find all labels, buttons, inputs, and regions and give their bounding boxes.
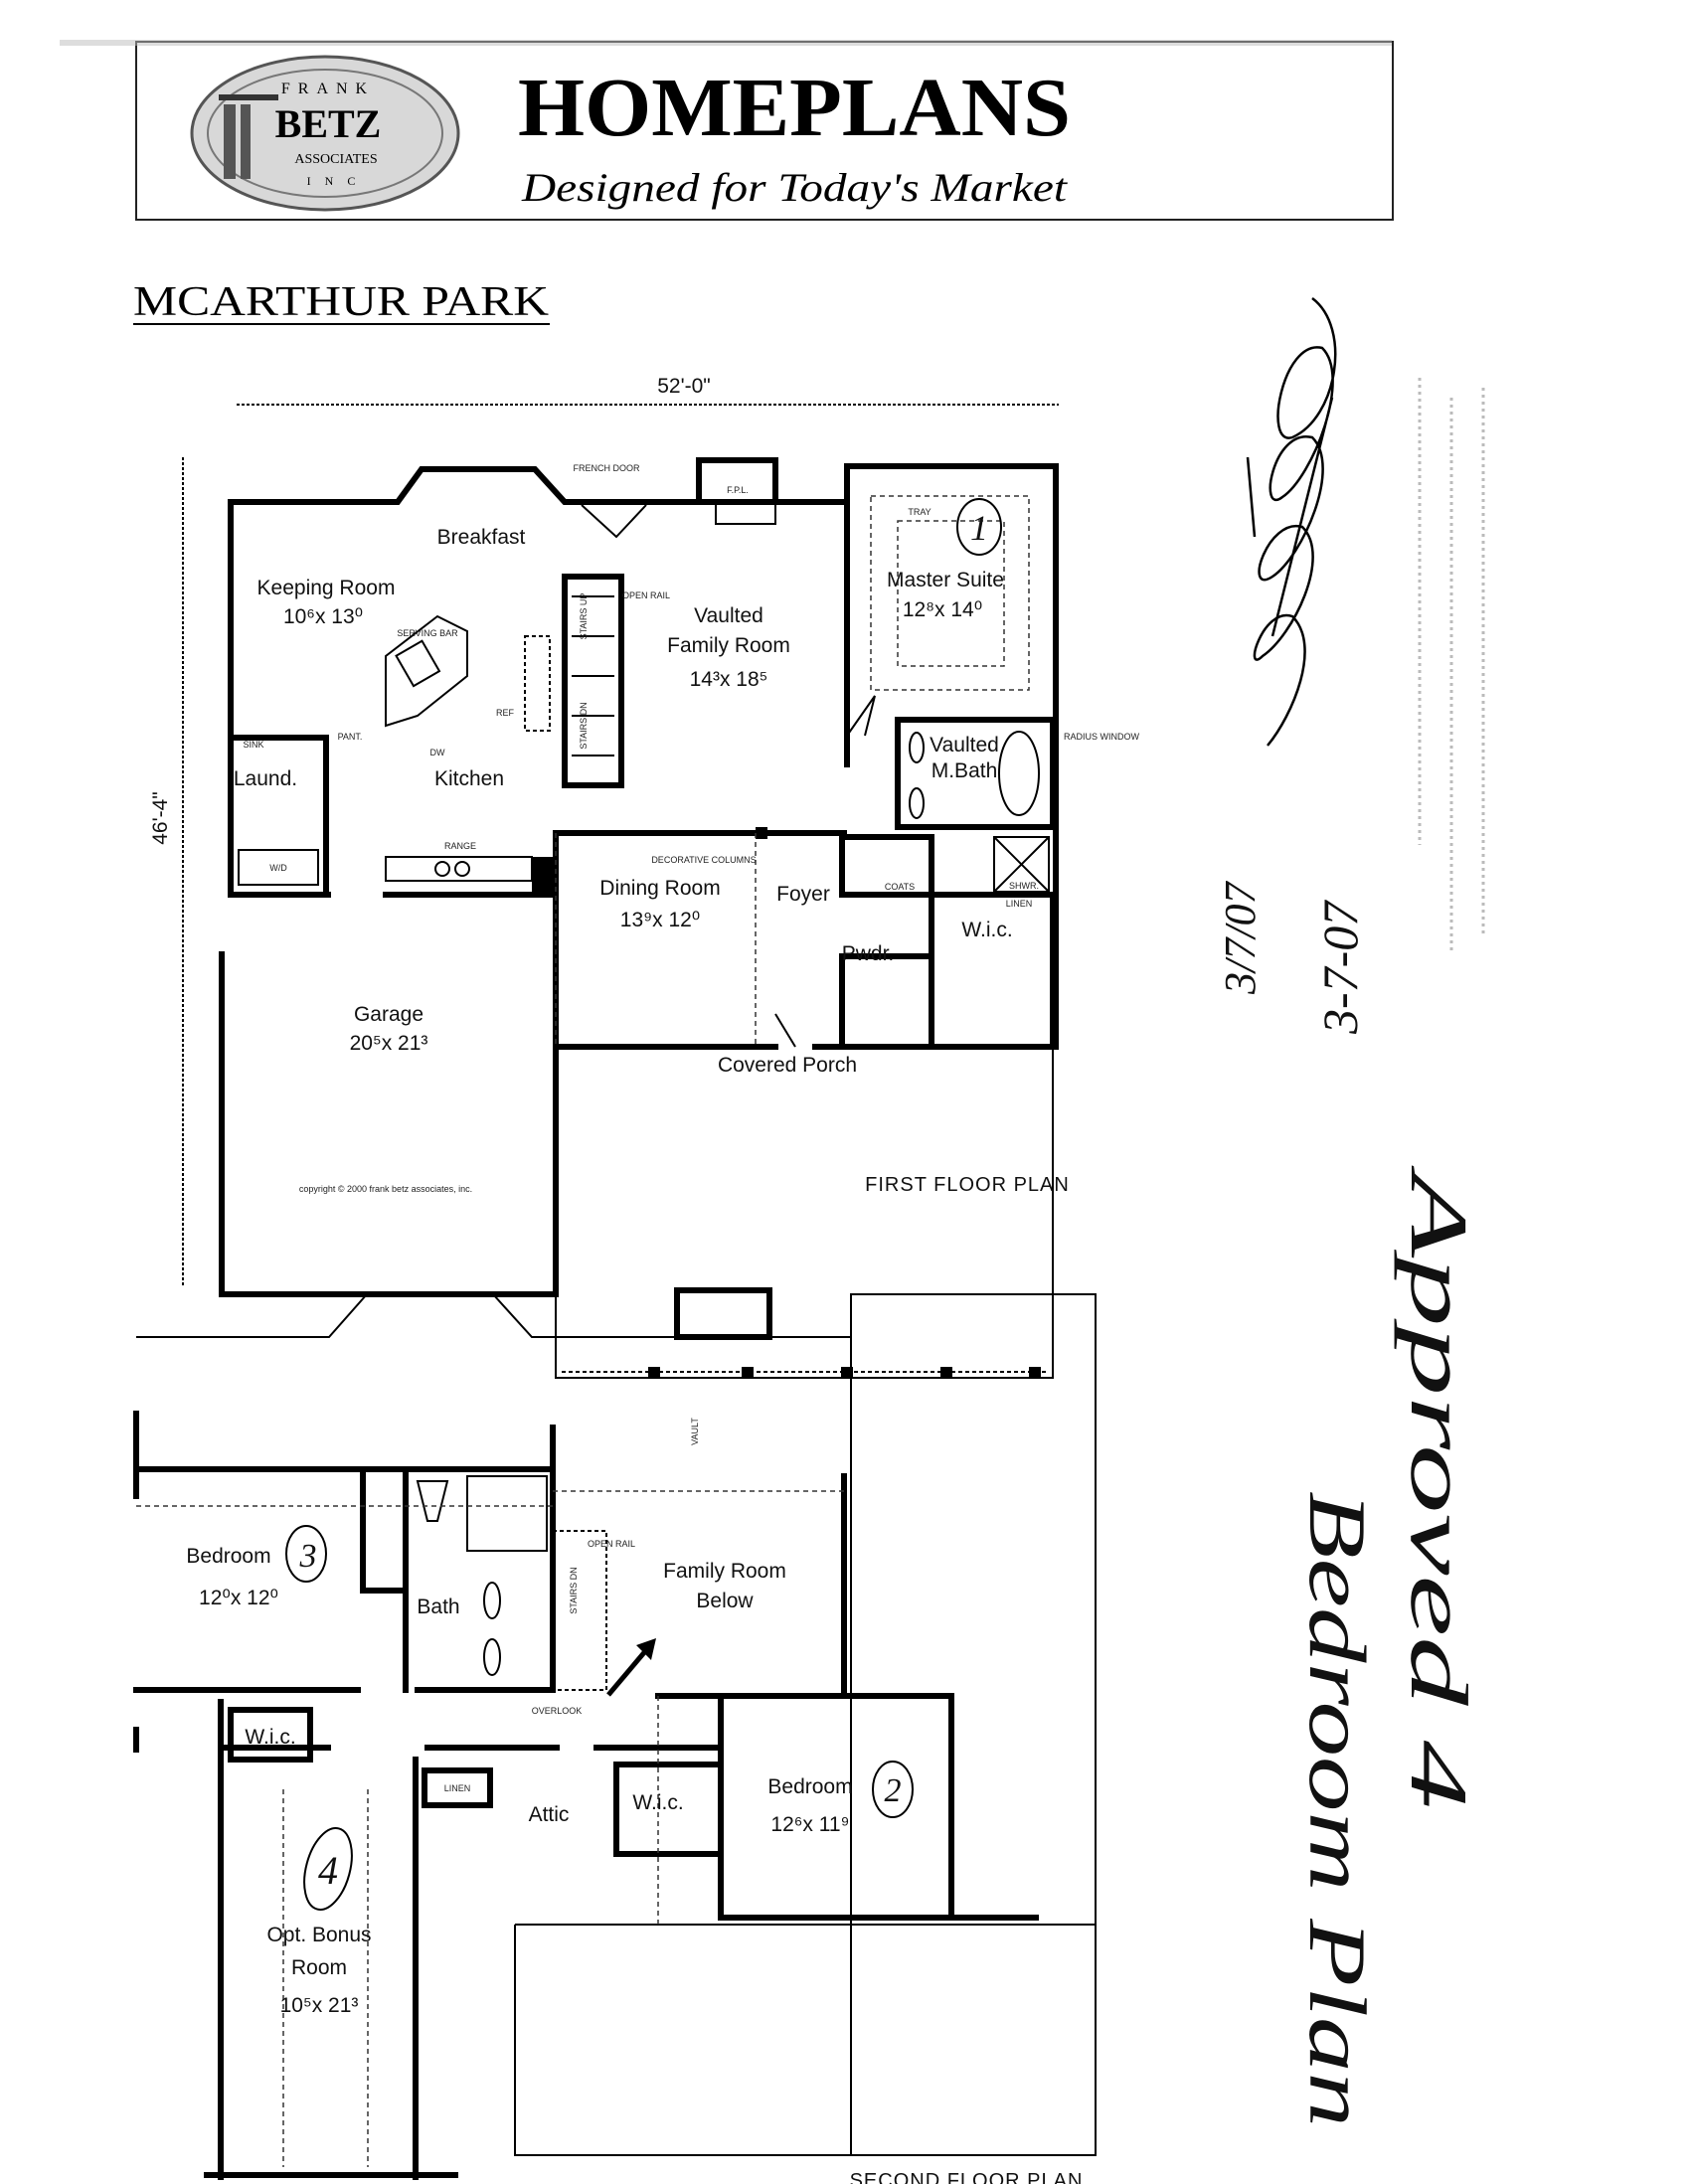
- first-floor-labels: Breakfast Keeping Room 10⁶x 13⁰ SERVING …: [234, 463, 1140, 1196]
- stairs-dn-label: STAIRS DN: [579, 702, 589, 749]
- linen-label: LINEN: [1006, 899, 1033, 909]
- circled-3: 3: [299, 1538, 317, 1575]
- fireplace-label: F.P.L.: [727, 485, 749, 495]
- handwritten-annotations: 1 3 2 4 3/7/07 3-7-07 Approved 4 Bedroom…: [285, 297, 1485, 2127]
- room-kitchen: Kitchen: [434, 767, 504, 790]
- room-wic: W.i.c.: [961, 919, 1012, 941]
- depth-dimension: 46'-4": [149, 791, 172, 845]
- radius-window-label: RADIUS WINDOW: [1064, 732, 1140, 742]
- room-family-vaulted: Vaulted: [694, 604, 763, 627]
- room-covered-porch: Covered Porch: [718, 1054, 857, 1077]
- linen-label-2: LINEN: [444, 1783, 471, 1793]
- room-bedroom-3-size: 12⁰x 12⁰: [199, 1587, 278, 1609]
- signature: [1246, 297, 1337, 747]
- width-dimension: 52'-0": [657, 375, 711, 398]
- plan-title: MCARTHUR PARK: [133, 279, 549, 325]
- pantry-label: PANT.: [338, 732, 363, 742]
- open-rail-label-2: OPEN RAIL: [588, 1539, 635, 1549]
- room-foyer: Foyer: [776, 883, 830, 906]
- room-keeping-size: 10⁶x 13⁰: [283, 605, 363, 628]
- room-bedroom-3: Bedroom: [186, 1545, 270, 1568]
- range-label: RANGE: [444, 841, 476, 851]
- betz-logo: FRANK BETZ ASSOCIATES INC: [190, 55, 460, 212]
- circled-numbers: 1 3 2 4: [285, 498, 1002, 1911]
- logo-inc: INC: [307, 174, 370, 188]
- overlook-arrow: [606, 1648, 648, 1697]
- wd-label: W/D: [269, 863, 287, 873]
- room-bedroom-2: Bedroom: [767, 1775, 852, 1798]
- room-family-below: Family Room: [663, 1560, 786, 1583]
- dw-label: DW: [430, 748, 445, 757]
- approved-note-line1: Approved 4: [1394, 1165, 1484, 1809]
- date-1: 3/7/07: [1216, 881, 1265, 995]
- serving-bar-label: SERVING BAR: [397, 628, 458, 638]
- logo-frank: FRANK: [281, 81, 375, 97]
- room-powder: Pwdr.: [842, 942, 895, 965]
- room-dining-size: 13⁹x 12⁰: [620, 909, 700, 931]
- room-breakfast: Breakfast: [437, 526, 526, 549]
- room-bath: Bath: [417, 1596, 459, 1618]
- vault-label: VAULT: [690, 1418, 700, 1445]
- room-bonus-size: 10⁵x 21³: [280, 1994, 359, 2017]
- room-master-size: 12⁸x 14⁰: [903, 598, 982, 621]
- sink-label: SINK: [243, 740, 263, 750]
- shower-label: SHWR.: [1009, 881, 1039, 891]
- room-garage: Garage: [354, 1003, 424, 1026]
- room-family-size: 14³x 18⁵: [690, 668, 768, 691]
- room-mbath: M.Bath: [932, 759, 998, 782]
- room-wic-bed2: W.i.c.: [632, 1791, 683, 1814]
- room-attic: Attic: [529, 1803, 570, 1826]
- stairs-up-label: STAIRS UP: [579, 593, 589, 640]
- circled-2: 2: [885, 1772, 902, 1809]
- second-floor-caption: SECOND FLOOR PLAN: [850, 2170, 1084, 2184]
- ref-label: REF: [496, 708, 515, 718]
- header-banner: FRANK BETZ ASSOCIATES INC HOMEPLANS Desi…: [60, 40, 1394, 221]
- room-laundry: Laund.: [234, 767, 297, 790]
- room-bonus-2: Room: [291, 1956, 347, 1979]
- circled-4: 4: [318, 1848, 338, 1893]
- circled-1: 1: [970, 508, 988, 548]
- copyright: copyright © 2000 frank betz associates, …: [299, 1184, 472, 1194]
- room-dining: Dining Room: [599, 877, 720, 900]
- room-keeping: Keeping Room: [257, 577, 396, 599]
- second-floor-plan: [133, 1287, 1097, 2180]
- open-rail-label: OPEN RAIL: [622, 590, 670, 600]
- room-garage-size: 20⁵x 21³: [350, 1032, 428, 1055]
- logo-associates: ASSOCIATES: [294, 152, 377, 167]
- brand-title: HOMEPLANS: [518, 62, 1071, 154]
- french-door-label: FRENCH DOOR: [574, 463, 640, 473]
- decorative-columns-label: DECORATIVE COLUMNS: [651, 855, 756, 865]
- room-family-below-2: Below: [696, 1590, 754, 1612]
- room-mbath-vaulted: Vaulted: [930, 734, 999, 756]
- brand-tagline: Designed for Today's Market: [521, 165, 1068, 210]
- faded-stamp: [1418, 378, 1485, 954]
- approved-note-line2: Bedroom Plan: [1292, 1491, 1383, 2127]
- logo-betz: BETZ: [275, 101, 382, 146]
- second-floor-labels: Bedroom 12⁰x 12⁰ Bath Family Room Below …: [186, 1418, 1084, 2184]
- room-master: Master Suite: [887, 569, 1004, 591]
- tray-label: TRAY: [908, 507, 931, 517]
- date-2: 3-7-07: [1312, 900, 1368, 1035]
- room-bedroom-2-size: 12⁶x 11⁹: [770, 1813, 849, 1836]
- stairs-dn-label-2: STAIRS DN: [569, 1567, 579, 1613]
- overlook-label: OVERLOOK: [532, 1706, 583, 1716]
- room-bonus: Opt. Bonus: [266, 1924, 371, 1946]
- first-floor-caption: FIRST FLOOR PLAN: [865, 1174, 1070, 1196]
- room-wic-bonus: W.i.c.: [245, 1726, 295, 1749]
- coats-label: COATS: [885, 882, 915, 892]
- room-family: Family Room: [667, 634, 790, 657]
